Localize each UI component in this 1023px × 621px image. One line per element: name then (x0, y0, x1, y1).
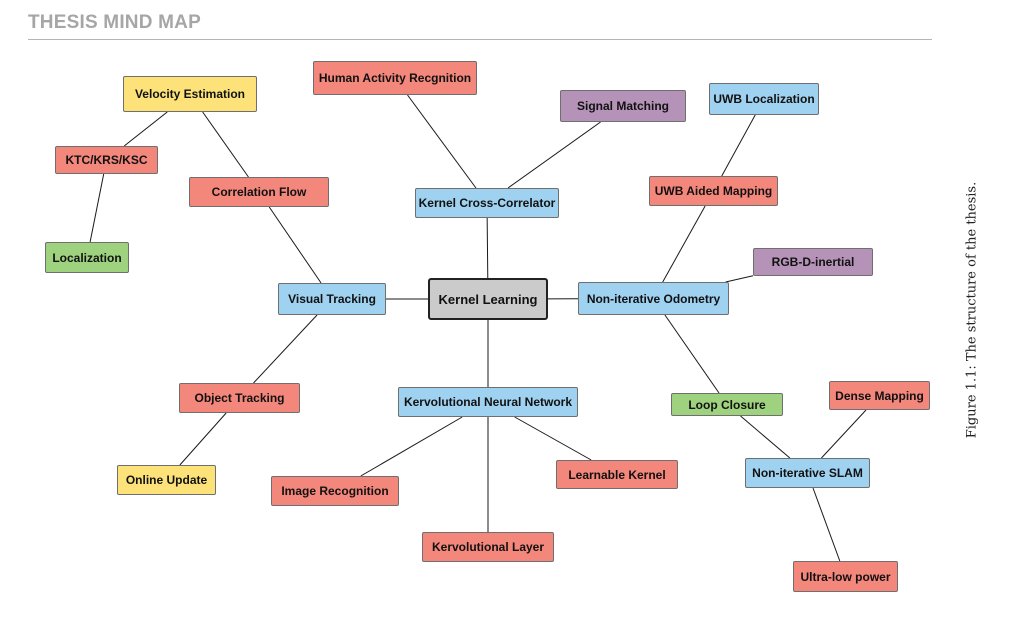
link-non-iterative-odometry-to-uwb-aided-mapping (662, 205, 706, 283)
link-non-iterative-slam-to-ultra-low-power (812, 487, 841, 562)
node-object-tracking: Object Tracking (179, 383, 300, 413)
figure-caption: Figure 1.1: The structure of the thesis. (964, 181, 980, 439)
node-ultra-low-power: Ultra-low power (793, 561, 898, 592)
node-signal-matching: Signal Matching (560, 90, 686, 122)
node-kervolutional-layer: Kervolutional Layer (422, 532, 554, 562)
link-visual-tracking-to-correlation-flow (268, 206, 322, 284)
link-non-iterative-odometry-to-loop-closure (664, 314, 720, 394)
link-non-iterative-slam-to-dense-mapping (821, 409, 867, 459)
node-uwb-aided-mapping: UWB Aided Mapping (649, 176, 778, 206)
node-kervolutional-nn: Kervolutional Neural Network (398, 387, 578, 417)
link-object-tracking-to-online-update (179, 412, 227, 466)
link-kernel-cross-correlator-to-human-activity (407, 94, 477, 189)
node-localization: Localization (45, 242, 129, 273)
node-kernel-cross-correlator: Kernel Cross-Correlator (415, 188, 559, 218)
node-uwb-localization: UWB Localization (709, 83, 819, 115)
node-velocity-estimation: Velocity Estimation (123, 76, 257, 112)
link-visual-tracking-to-object-tracking (253, 314, 318, 384)
node-correlation-flow: Correlation Flow (189, 177, 329, 207)
node-learnable-kernel: Learnable Kernel (556, 460, 678, 489)
node-image-recognition: Image Recognition (271, 476, 399, 506)
link-kernel-cross-correlator-to-signal-matching (507, 121, 601, 189)
node-online-update: Online Update (117, 465, 216, 495)
link-kervolutional-nn-to-learnable-kernel (514, 416, 592, 461)
link-kervolutional-nn-to-image-recognition (360, 416, 463, 477)
node-rgb-d-inertial: RGB-D-inertial (753, 248, 873, 276)
node-human-activity: Human Activity Recgnition (313, 61, 477, 95)
link-ktc-krs-ksc-to-localization (89, 173, 105, 243)
link-kernel-learning-to-kernel-cross-correlator (486, 217, 489, 279)
node-ktc-krs-ksc: KTC/KRS/KSC (55, 146, 158, 174)
node-kernel-learning: Kernel Learning (428, 278, 548, 320)
node-visual-tracking: Visual Tracking (278, 283, 386, 315)
node-non-iterative-slam: Non-iterative SLAM (745, 458, 870, 488)
node-dense-mapping: Dense Mapping (829, 381, 930, 410)
node-loop-closure: Loop Closure (671, 393, 783, 416)
title-divider (28, 39, 932, 40)
link-correlation-flow-to-velocity-estimation (202, 111, 249, 178)
link-velocity-estimation-to-ktc-krs-ksc (123, 111, 168, 147)
link-loop-closure-to-non-iterative-slam (740, 415, 791, 459)
link-uwb-aided-mapping-to-uwb-localization (721, 114, 756, 177)
page-title: THESIS MIND MAP (28, 12, 201, 33)
node-non-iterative-odometry: Non-iterative Odometry (578, 282, 729, 315)
link-non-iterative-odometry-to-rgb-d-inertial (725, 275, 754, 283)
